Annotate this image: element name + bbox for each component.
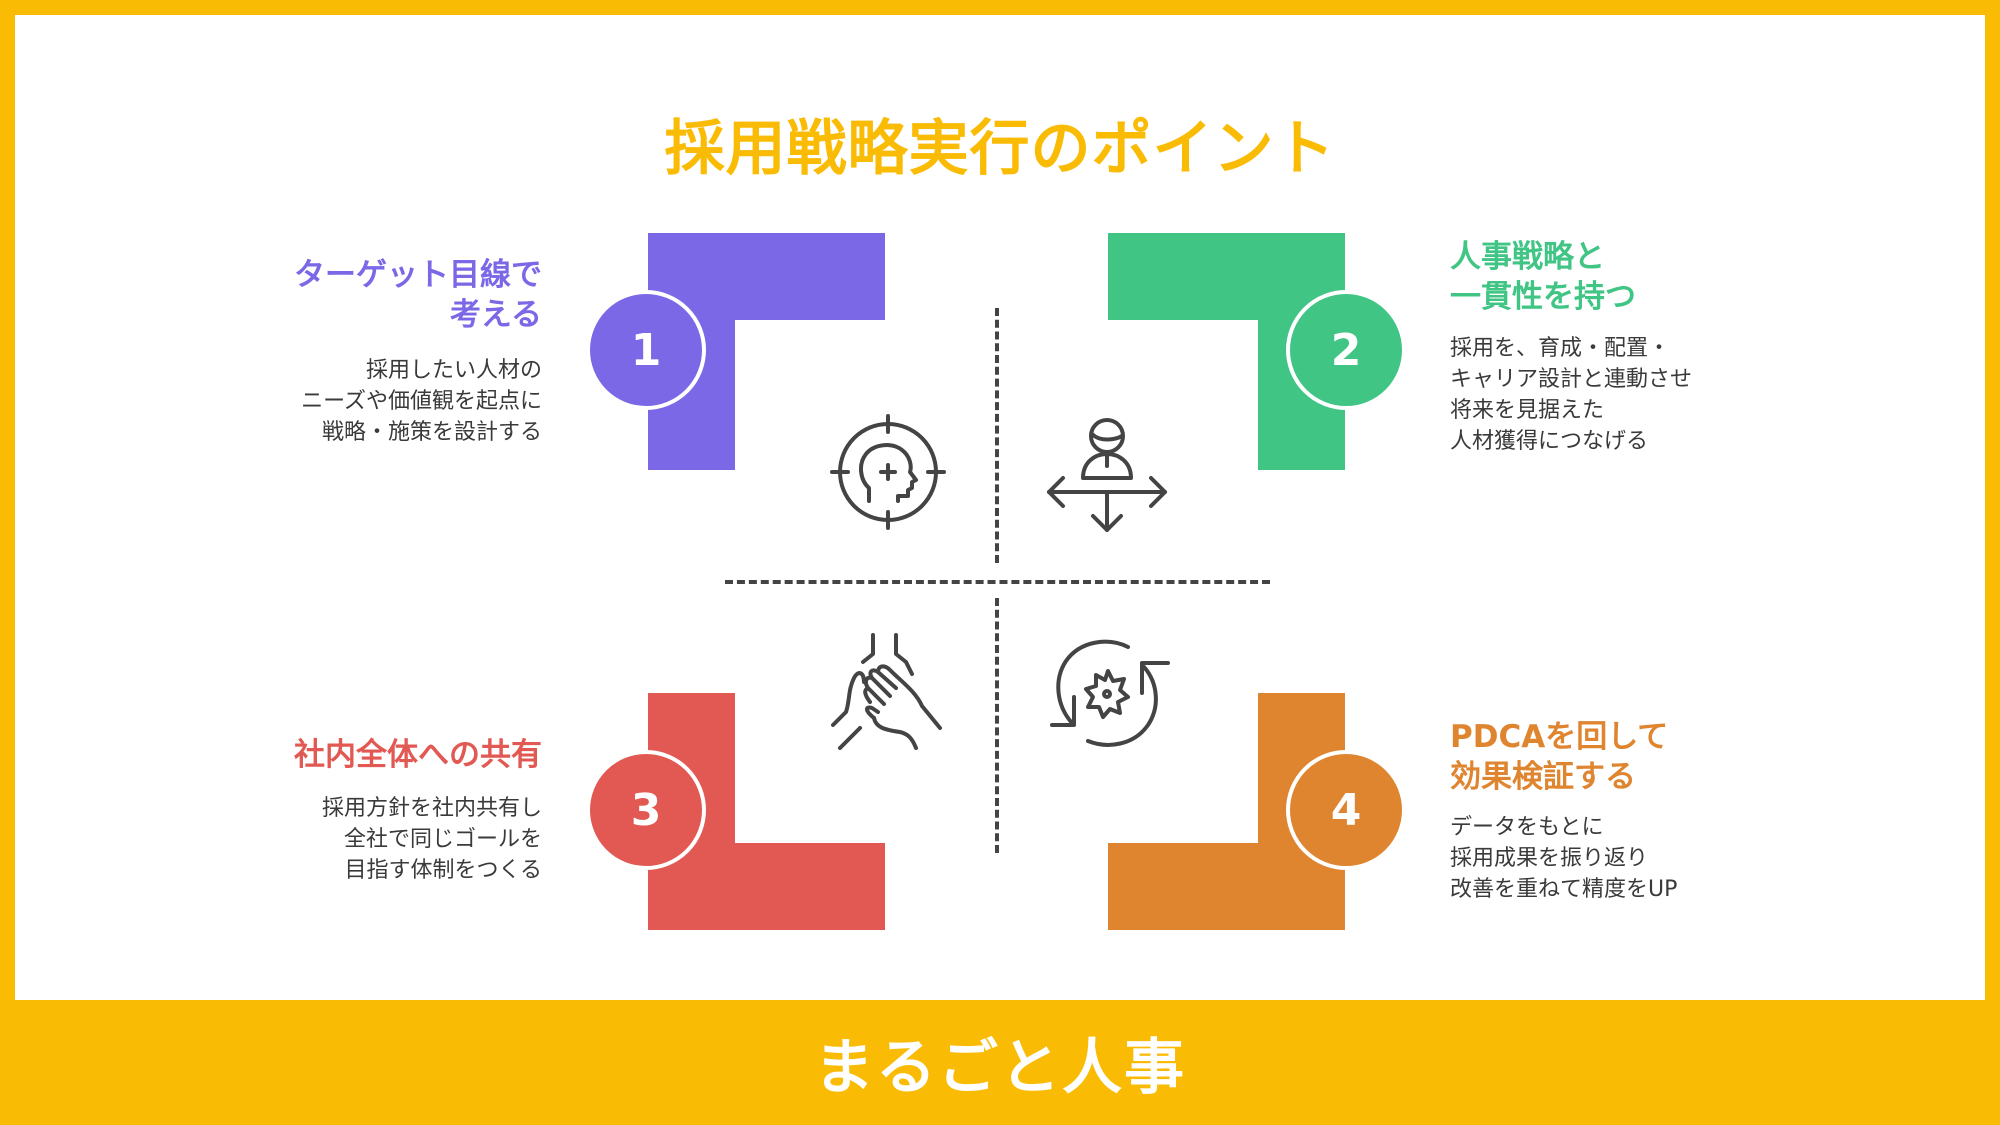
point-2-badge: 2 (1286, 290, 1406, 410)
point-4-body: データをもとに 採用成果を振り返り 改善を重ねて精度をUP (1450, 815, 1678, 902)
point-2-body: 採用を、育成・配置・ キャリア設計と連動させ 将来を見据えた 人材獲得につなげる (1450, 336, 1693, 454)
canvas (15, 15, 1985, 1000)
point-4-badge: 4 (1286, 750, 1406, 870)
point-4-heading: PDCAを回して 効果検証する (1450, 719, 1669, 795)
vertical-divider-top (995, 308, 999, 563)
vertical-divider-bottom (995, 598, 999, 853)
gear-cycle-icon (1050, 639, 1170, 747)
point-1-badge: 1 (586, 290, 706, 410)
point-3-heading: 社内全体への共有 (294, 737, 542, 773)
point-2-heading: 人事戦略と 一貫性を持つ (1450, 239, 1636, 315)
footer-banner: まるごと人事 (0, 1000, 2000, 1125)
target-head-icon (830, 414, 946, 530)
point-3-body: 採用方針を社内共有し 全社で同じゴールを 目指す体制をつくる (321, 796, 542, 883)
hands-together-icon (831, 633, 942, 750)
point-1-body: 採用したい人材の ニーズや価値観を起点に 戦略・施策を設計する (301, 358, 542, 445)
brand-name: まるごと人事 (814, 1033, 1186, 1103)
page-title: 採用戦略実行のポイント (664, 114, 1336, 184)
horizontal-divider (725, 580, 1270, 584)
point-1-heading: ターゲット目線で 考える (294, 257, 542, 333)
point-3-badge: 3 (586, 750, 706, 870)
person-directions-icon (1047, 418, 1167, 532)
